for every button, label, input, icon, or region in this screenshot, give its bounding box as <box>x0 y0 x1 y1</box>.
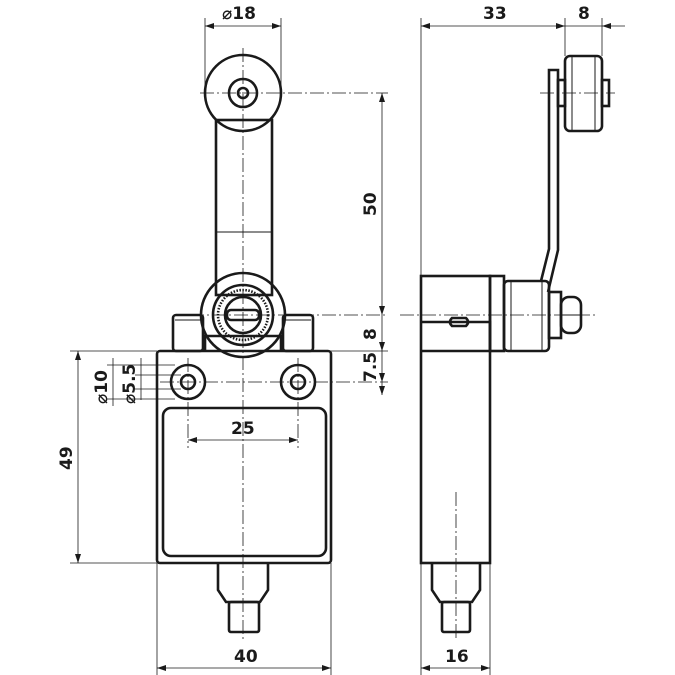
side-lever <box>539 68 560 293</box>
side-head <box>488 274 506 353</box>
body-cover <box>161 406 328 558</box>
dim-hole-pitch: 25 <box>231 419 255 439</box>
dim-hole-inner: ⌀5.5 <box>120 364 140 404</box>
switch-body <box>155 349 333 565</box>
dim-lever-offset: 33 <box>483 4 507 24</box>
screw-boss-right <box>281 313 315 353</box>
dim-shaft-offset: 8 <box>361 328 381 340</box>
side-dimensions: 33 8 16 <box>420 4 625 675</box>
dim-roller-width: 8 <box>578 4 590 24</box>
side-roller <box>563 54 604 133</box>
front-view <box>155 48 388 640</box>
dim-roller-diameter: ⌀18 <box>222 4 256 24</box>
lever-arm <box>214 118 274 297</box>
side-body <box>419 274 492 565</box>
screw-boss-left <box>171 313 205 353</box>
dim-hole-offset: 7.5 <box>361 352 381 382</box>
dim-body-width: 40 <box>234 647 258 667</box>
cable-tip <box>227 600 261 634</box>
dim-body-height: 49 <box>57 446 77 470</box>
dim-side-depth: 16 <box>445 647 469 667</box>
side-view <box>400 54 615 640</box>
front-dimensions: ⌀18 50 8 7.5 25 ⌀10 ⌀5.5 <box>57 4 388 675</box>
dim-hole-outer: ⌀10 <box>92 370 112 404</box>
dim-lever-length: 50 <box>361 192 381 216</box>
